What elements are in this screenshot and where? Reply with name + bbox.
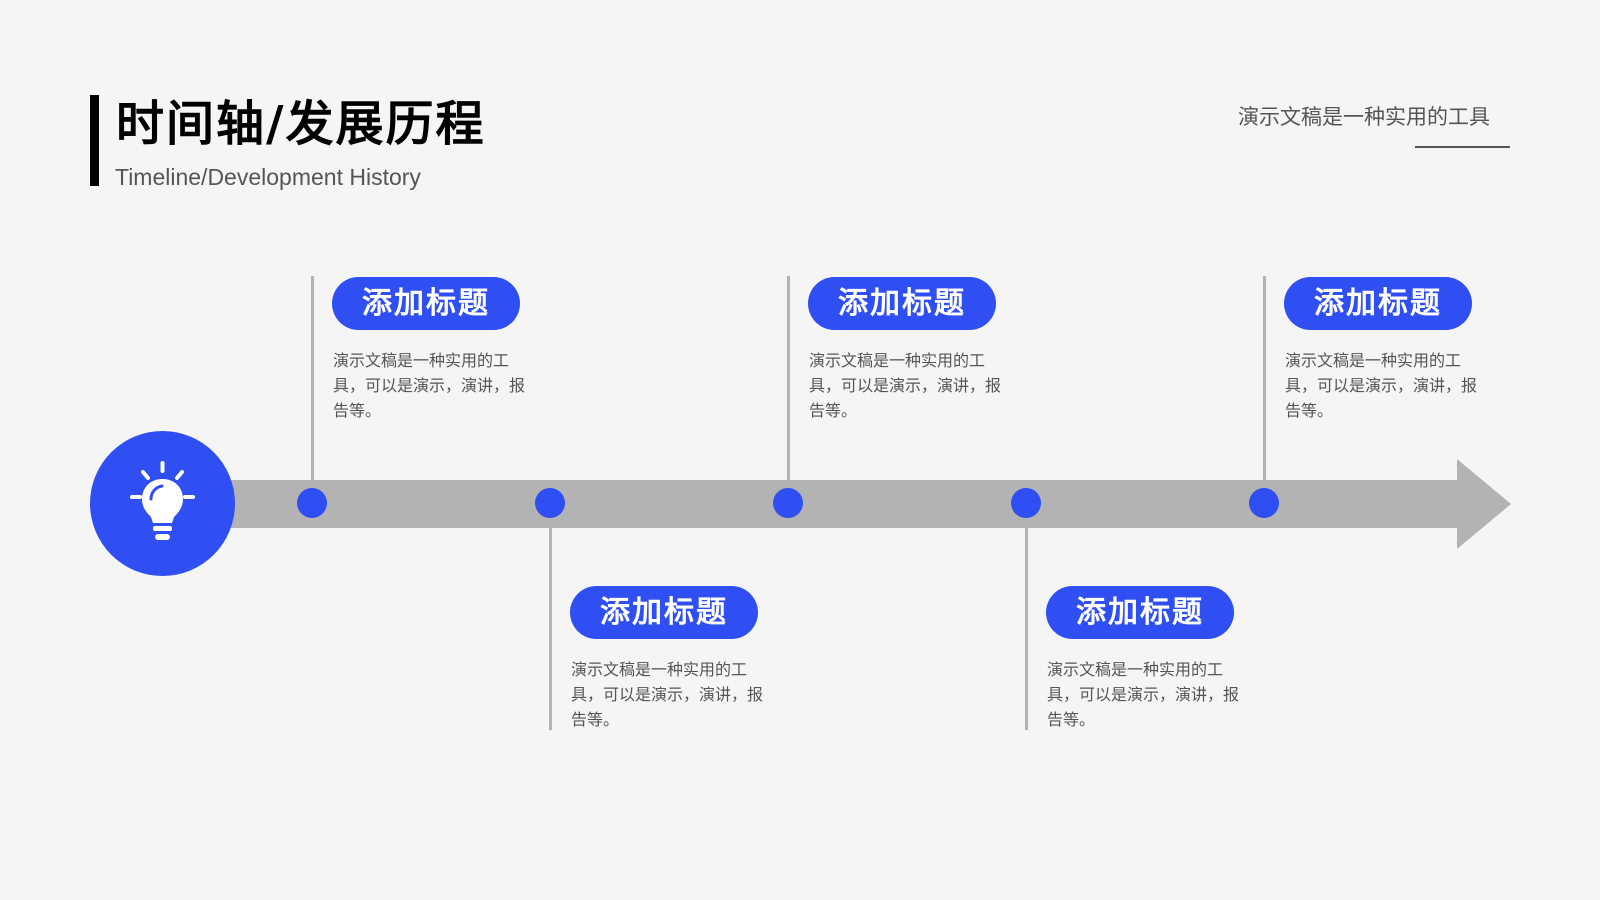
title-accent-bar <box>90 95 99 186</box>
milestone-description: 演示文稿是一种实用的工具，可以是演示，演讲，报告等。 <box>333 351 526 420</box>
milestone-dot <box>1249 488 1279 518</box>
timeline-arrow-head <box>1457 459 1511 549</box>
milestone-title: 添加标题 <box>1284 277 1472 330</box>
milestone-description: 演示文稿是一种实用的工具，可以是演示，演讲，报告等。 <box>1047 660 1240 729</box>
milestone-description: 演示文稿是一种实用的工具，可以是演示，演讲，报告等。 <box>809 351 1002 420</box>
timeline-start-circle <box>90 431 235 576</box>
milestone-title: 添加标题 <box>1046 586 1234 639</box>
page-subtitle: Timeline/Development History <box>115 164 421 190</box>
milestone-dot <box>297 488 327 518</box>
milestone-title: 添加标题 <box>808 277 996 330</box>
milestone-dot <box>773 488 803 518</box>
milestone-connector-line <box>1263 276 1266 480</box>
page-title: 时间轴/发展历程 <box>116 96 486 152</box>
milestone-dot <box>1011 488 1041 518</box>
header-note: 演示文稿是一种实用的工具 <box>1238 105 1490 129</box>
header-note-underline <box>1415 146 1510 148</box>
lightbulb-icon <box>130 461 195 540</box>
milestone-title: 添加标题 <box>332 277 520 330</box>
milestone-connector-line <box>787 276 790 480</box>
milestone-connector-line <box>1025 528 1028 730</box>
milestone-description: 演示文稿是一种实用的工具，可以是演示，演讲，报告等。 <box>1285 351 1478 420</box>
milestone-dot <box>535 488 565 518</box>
milestone-description: 演示文稿是一种实用的工具，可以是演示，演讲，报告等。 <box>571 660 764 729</box>
milestone-title: 添加标题 <box>570 586 758 639</box>
milestone-connector-line <box>311 276 314 480</box>
milestone-connector-line <box>549 528 552 730</box>
